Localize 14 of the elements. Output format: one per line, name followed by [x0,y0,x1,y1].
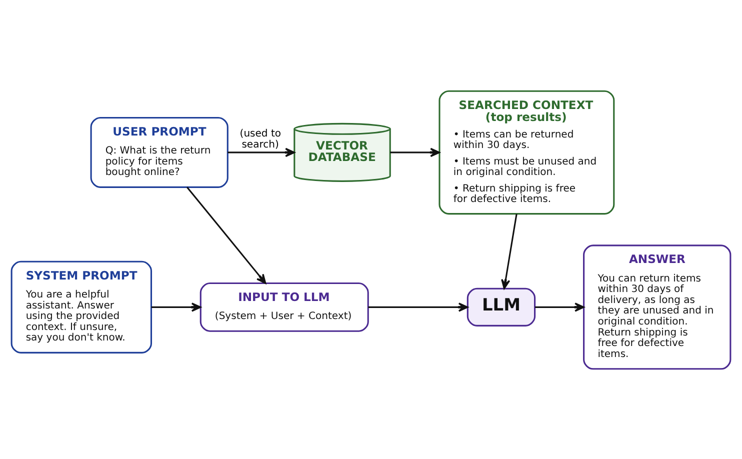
arrow [151,302,202,312]
node-box: INPUT TO LLM (System + User + Context) [200,282,369,332]
arrow [228,147,295,157]
arrow [390,147,440,157]
node-box: SEARCHED CONTEXT (top results) • Items can be returned within 30 days. • Items must be unused and in original condition. • Return shipping is free for defective items. [438,90,615,214]
node-box: ANSWER You can return items within 30 days of delivery, as long as they are unused and in original condition. Return shipping is free for defective items. [583,244,732,370]
arrow [535,302,584,312]
arrow [368,302,468,312]
arrow [186,186,266,284]
arrow [501,213,518,289]
edge-label: (used to search) [240,128,282,150]
node-box: SYSTEM PROMPT You are a helpful assistant. Answer using the provided context. If unsure, say you don't know. [10,260,152,353]
node-box: USER PROMPT Q: What is the return policy for items bought online? [90,116,228,188]
node-box: LLM [466,287,536,326]
